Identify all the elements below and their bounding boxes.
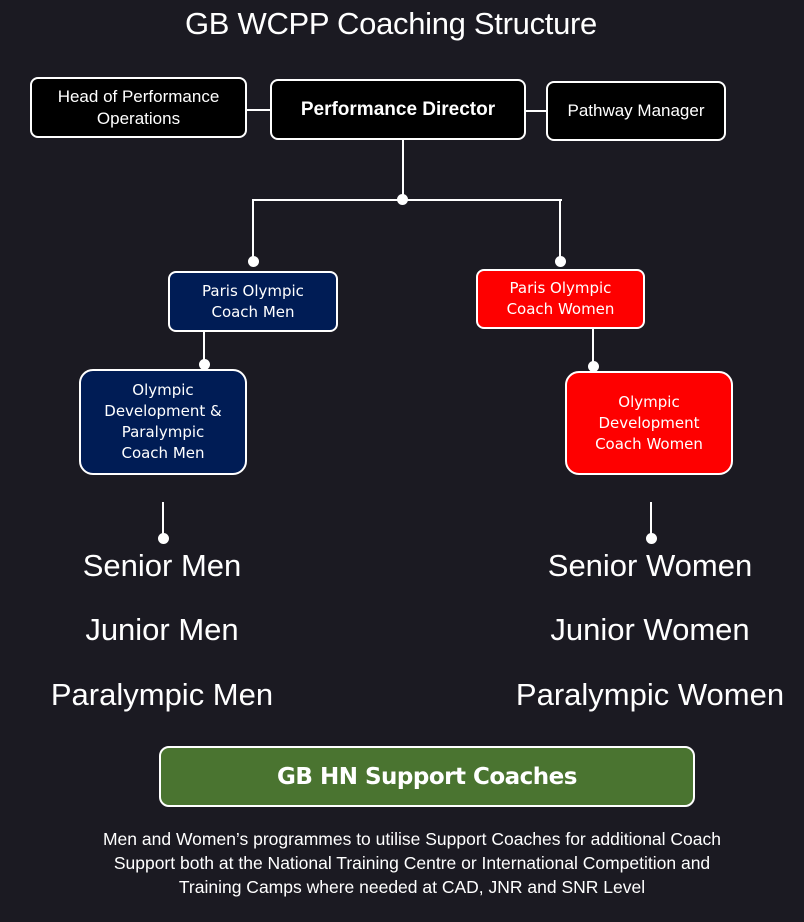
group-junior-women: Junior Women	[550, 612, 750, 647]
box-line: Coach Men	[211, 302, 295, 321]
connector-men-groups	[162, 502, 164, 538]
box-label: GB HN Support Coaches	[277, 763, 577, 790]
connector-pd-down	[402, 140, 404, 200]
paris-olympic-coach-men-box[interactable]: Paris Olympic Coach Men	[168, 271, 338, 332]
box-line: Coach Men	[121, 444, 205, 462]
box-line: Development &	[104, 402, 222, 420]
women-groups-dot	[646, 533, 657, 544]
gb-hn-support-coaches-box[interactable]: GB HN Support Coaches	[159, 746, 695, 807]
diagram-title: GB WCPP Coaching Structure	[184, 6, 598, 41]
connector-hpo-pd	[246, 109, 272, 111]
box-line: Operations	[96, 108, 181, 128]
connector-women-dev	[592, 329, 594, 367]
group-paralympic-men: Paralympic Men	[50, 677, 274, 712]
connector-men-dev	[203, 331, 205, 365]
box-line: Olympic	[618, 392, 680, 411]
description-line: Men and Women’s programmes to utilise Su…	[102, 829, 721, 849]
box-line: Paris Olympic	[202, 281, 304, 300]
box-line: Olympic	[132, 381, 194, 399]
connector-to-men	[252, 199, 254, 257]
performance-director-box[interactable]: Performance Director	[270, 79, 526, 140]
group-senior-men: Senior Men	[82, 548, 242, 583]
description-line: Training Camps where needed at CAD, JNR …	[178, 877, 646, 897]
box-line: Head of Performance	[57, 86, 220, 106]
description-line: Support both at the National Training Ce…	[113, 853, 711, 873]
women-dev-dot	[588, 361, 599, 372]
group-junior-men: Junior Men	[85, 612, 239, 647]
box-line: Paralympic	[121, 423, 205, 441]
connector-horizontal	[252, 199, 562, 201]
support-description: Men and Women’s programmes to utilise Su…	[40, 827, 784, 899]
box-label: Pathway Manager	[567, 101, 705, 120]
pathway-manager-box[interactable]: Pathway Manager	[546, 81, 726, 141]
olympic-development-paralympic-coach-men-box[interactable]: Olympic Development & Paralympic Coach M…	[79, 369, 247, 475]
paris-olympic-coach-women-box[interactable]: Paris Olympic Coach Women	[476, 269, 645, 329]
men-junction-dot	[248, 256, 259, 267]
box-line: Coach Women	[506, 300, 615, 318]
men-dev-dot	[199, 359, 210, 370]
group-paralympic-women: Paralympic Women	[515, 677, 785, 712]
head-of-performance-operations-box[interactable]: Head of Performance Operations	[30, 77, 247, 138]
connector-to-women	[559, 199, 561, 257]
men-groups-dot	[158, 533, 169, 544]
women-junction-dot	[555, 256, 566, 267]
box-line: Paris Olympic	[509, 279, 612, 297]
box-label: Performance Director	[300, 98, 496, 120]
box-line: Coach Women	[595, 434, 703, 453]
connector-women-groups	[650, 502, 652, 538]
olympic-development-coach-women-box[interactable]: Olympic Development Coach Women	[565, 371, 733, 475]
box-line: Development	[598, 413, 700, 432]
group-senior-women: Senior Women	[547, 548, 753, 583]
connector-pd-pm	[524, 110, 548, 112]
